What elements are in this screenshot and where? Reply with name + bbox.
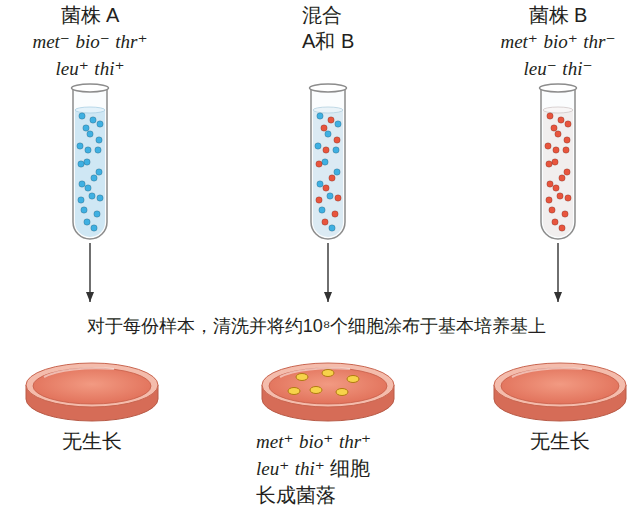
flow-arrow <box>327 243 328 302</box>
strain-tube: 菌株 Amet⁻ bio⁻ thr⁺ leu⁺ thi⁺ <box>25 2 155 240</box>
test-tube <box>75 107 105 113</box>
cell-dot <box>546 117 571 225</box>
test-tube <box>310 84 347 92</box>
tube-label: 混合 A和 B <box>302 2 366 54</box>
test-tube <box>75 110 105 237</box>
strain-name: 菌株 B <box>493 2 623 28</box>
genotype: met⁻ bio⁻ thr⁺ leu⁺ thi⁺ <box>30 28 150 82</box>
cell-dot <box>316 117 341 225</box>
test-tube <box>72 84 109 92</box>
colony <box>322 370 334 377</box>
cell-dot <box>545 113 571 231</box>
test-tube <box>313 107 343 113</box>
instruction-band: 对于每份样本，清洗并将约10⁸个细胞涂布于基本培养基上 <box>0 305 633 339</box>
colony <box>347 376 359 383</box>
petri-dish-shape <box>262 363 394 421</box>
petri-dish: 无生长 <box>490 352 630 454</box>
cell-dot <box>78 117 103 225</box>
colony <box>296 374 308 381</box>
test-tube <box>310 84 347 239</box>
genotype: met⁺ bio⁺ thr⁻ leu⁻ thi⁻ <box>498 28 618 82</box>
result-text: 无生长 <box>490 428 630 454</box>
flow-arrow <box>89 243 90 302</box>
mixture-tube: 混合 A和 B <box>263 2 393 240</box>
strain-tube: 菌株 Bmet⁺ bio⁺ thr⁻ leu⁻ thi⁻ <box>493 2 623 240</box>
cell-dot <box>77 113 103 231</box>
petri-dish-shape <box>26 363 158 421</box>
flow-arrow <box>557 243 558 302</box>
colony <box>288 370 359 396</box>
test-tube <box>311 88 345 239</box>
cell-dot <box>315 113 341 231</box>
test-tube <box>540 84 577 239</box>
test-tube <box>540 84 577 92</box>
colony <box>336 389 348 396</box>
test-tube <box>72 84 109 239</box>
test-tube <box>73 88 107 239</box>
colony <box>288 388 300 395</box>
result-text: 无生长 <box>17 428 167 454</box>
strain-name: 菌株 A <box>25 2 155 28</box>
result-text: met⁺ bio⁺ thr⁺ leu⁺ thi⁺ 细胞 长成菌落 <box>256 428 388 508</box>
test-tube <box>313 110 343 237</box>
test-tube <box>543 110 573 237</box>
test-tube <box>541 88 575 239</box>
instruction-text: 对于每份样本，清洗并将约10⁸个细胞涂布于基本培养基上 <box>0 313 633 339</box>
petri-dish: met⁺ bio⁺ thr⁺ leu⁺ thi⁺ 细胞 长成菌落 <box>253 352 403 508</box>
petri-dish: 无生长 <box>17 352 167 454</box>
petri-dish-shape <box>494 363 626 421</box>
test-tube <box>543 107 573 113</box>
colony <box>310 387 322 394</box>
